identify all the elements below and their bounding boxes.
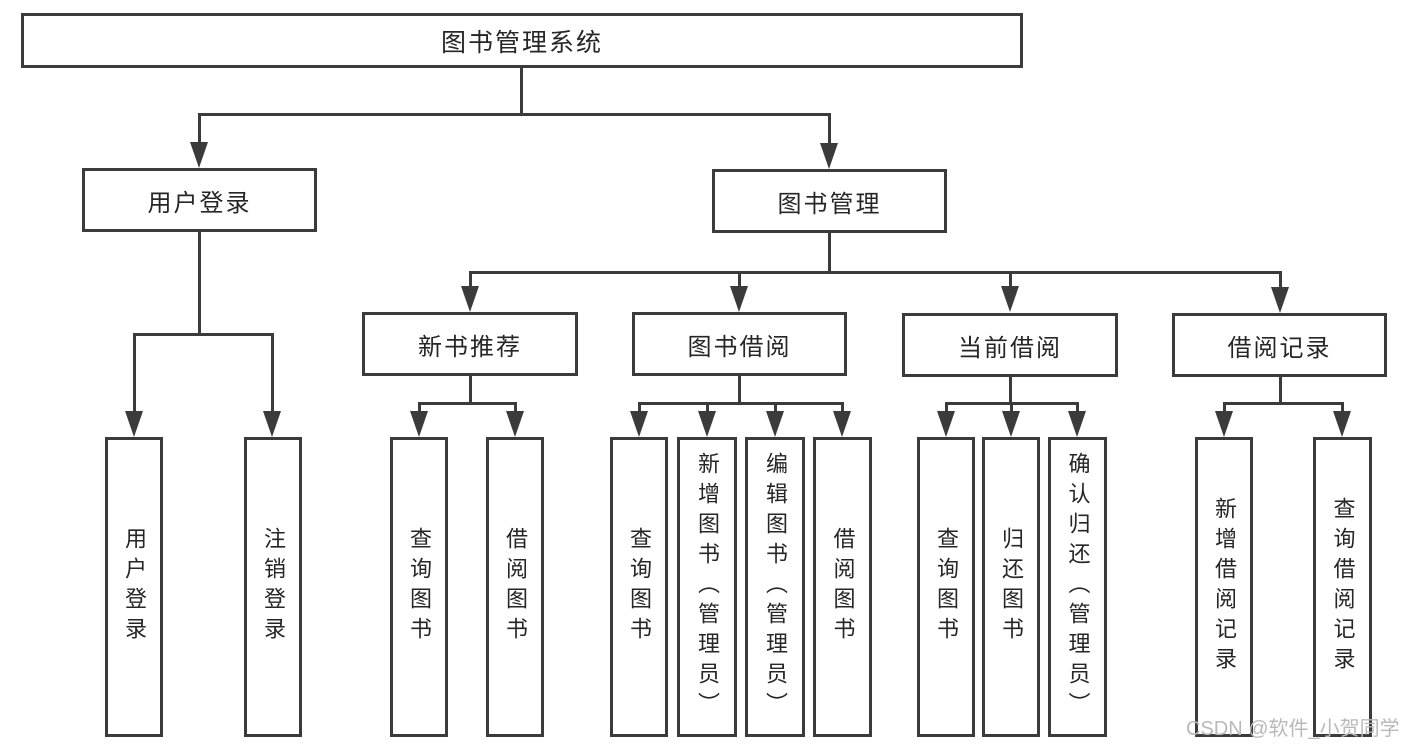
connector-vline [1009,271,1012,291]
leaf-label: 用户登录 [122,527,147,647]
connector-vline [1009,376,1012,405]
node-book-management: 图书管理 [712,169,947,233]
connector-vline [198,232,201,336]
arrowhead-down [1002,411,1020,437]
leaf-label: 查询图书 [407,527,432,647]
arrowhead-down [937,411,955,437]
leaf-logout: 注销登录 [244,437,302,737]
arrowhead-down [263,411,281,437]
leaf-query-books-current: 查询图书 [917,437,975,737]
arrowhead-down [125,411,143,437]
leaf-label: 归还图书 [999,527,1024,647]
connector-vline [1076,402,1079,418]
leaf-label: 查询图书 [934,527,959,647]
arrowhead-down [833,411,851,437]
connector-vline [469,271,472,291]
node-book-borrow: 图书借阅 [632,312,847,376]
connector-vline [520,68,523,116]
leaf-label: 新增图书（管理员） [695,452,720,722]
connector-hline [198,113,831,116]
connector-vline [738,376,741,405]
connector-vline [841,402,844,418]
connector-vline [514,402,517,418]
connector-vline [774,402,777,418]
connector-vline [418,402,421,418]
leaf-user-login: 用户登录 [105,437,163,737]
connector-hline [469,271,1282,274]
connector-vline [1341,402,1344,418]
leaf-label: 确认归还（管理员） [1065,452,1091,722]
connector-vline [828,113,831,148]
leaf-borrow-books: 借阅图书 [813,437,872,737]
connector-vline [738,271,741,291]
connector-vline [828,233,831,274]
leaf-query-books-borrow: 查询图书 [610,437,668,737]
leaf-label: 借阅图书 [830,527,856,647]
connector-vline [1279,376,1282,405]
leaf-return-books: 归还图书 [982,437,1040,737]
arrowhead-down [1333,411,1351,437]
leaf-label: 借阅图书 [503,527,528,647]
connector-vline [706,402,709,418]
connector-hline [638,402,844,405]
arrowhead-down [1068,411,1086,437]
connector-vline [945,402,948,418]
leaf-query-borrow-record: 查询借阅记录 [1313,437,1372,737]
arrowhead-down [461,286,479,312]
leaf-label: 查询借阅记录 [1330,497,1356,677]
arrowhead-down [630,411,648,437]
connector-vline [469,376,472,405]
connector-hline [133,333,274,336]
leaf-label: 新增借阅记录 [1212,497,1237,677]
connector-vline [1279,271,1282,291]
arrowhead-down [410,411,428,437]
leaf-edit-books-admin: 编辑图书（管理员） [745,437,805,737]
connector-vline [1223,402,1226,418]
leaf-label: 查询图书 [627,527,652,647]
leaf-label: 编辑图书（管理员） [763,452,788,722]
arrowhead-down [730,286,748,312]
leaf-label: 注销登录 [261,527,286,647]
arrowhead-down [1271,287,1289,313]
node-library-management-system: 图书管理系统 [21,13,1023,68]
connector-vline [1010,402,1013,418]
arrowhead-down [506,411,524,437]
node-borrow-records: 借阅记录 [1172,313,1387,377]
node-current-borrow: 当前借阅 [902,313,1118,377]
node-new-book-recommend: 新书推荐 [362,312,578,376]
arrowhead-down [1215,411,1233,437]
connector-vline [638,402,641,418]
node-user-login: 用户登录 [82,168,317,232]
connector-vline [271,333,274,415]
leaf-add-borrow-record: 新增借阅记录 [1195,437,1253,737]
arrowhead-down [1001,286,1019,312]
leaf-confirm-return-admin: 确认归还（管理员） [1048,437,1107,737]
arrowhead-down [698,411,716,437]
arrowhead-down [190,142,208,168]
connector-hline [1223,402,1344,405]
leaf-add-books-admin: 新增图书（管理员） [677,437,737,737]
leaf-query-books-recommend: 查询图书 [390,437,448,737]
arrowhead-down [820,143,838,169]
arrowhead-down [766,411,784,437]
connector-vline [198,113,201,148]
connector-hline [418,402,517,405]
leaf-borrow-books-recommend: 借阅图书 [486,437,544,737]
csdn-watermark: CSDN @软件_小贺同学 [1186,718,1400,740]
connector-vline [133,333,136,415]
